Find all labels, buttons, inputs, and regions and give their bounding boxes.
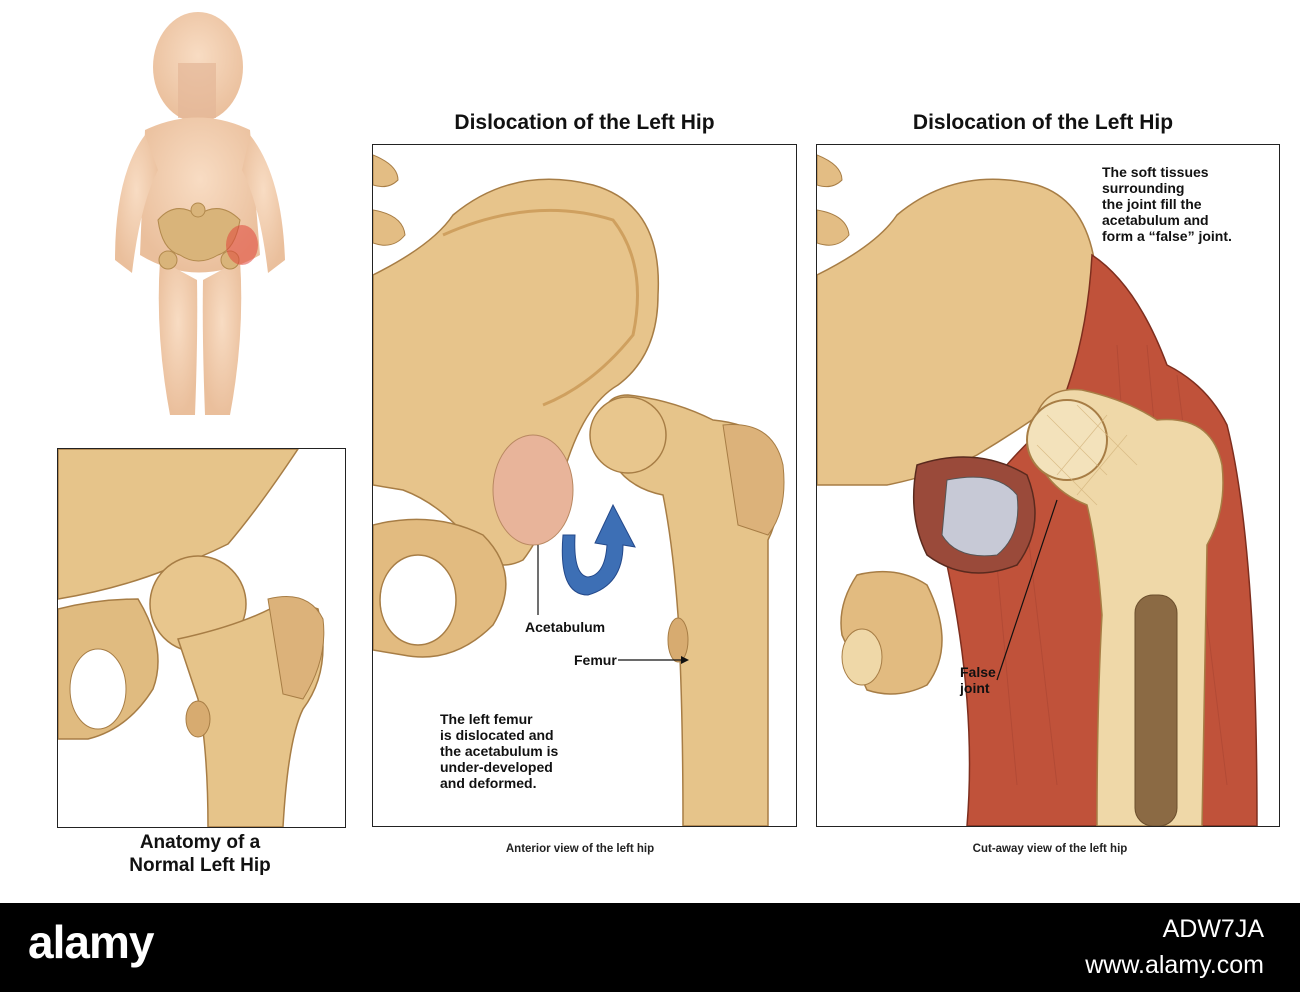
cutaway-view-panel <box>816 144 1280 827</box>
false-joint-label: False joint <box>960 664 996 696</box>
cutaway-view-caption: Cut-away view of the left hip <box>972 843 1128 855</box>
anterior-hip-illustration <box>373 145 796 826</box>
anterior-view-caption: Anterior view of the left hip <box>505 843 655 855</box>
normal-hip-panel <box>57 448 346 828</box>
normal-hip-caption: Anatomy of a Normal Left Hip <box>129 832 271 876</box>
site-url: www.alamy.com <box>1085 951 1264 979</box>
image-id: ADW7JA <box>1162 915 1264 943</box>
right-panel-title: Dislocation of the Left Hip <box>912 111 1174 134</box>
middle-panel-note: The left femur is dislocated and the ace… <box>440 711 559 791</box>
anterior-view-panel <box>372 144 797 827</box>
acetabulum-label: Acetabulum <box>525 619 606 635</box>
baby-illustration <box>100 5 300 430</box>
normal-hip-illustration <box>58 449 345 827</box>
femur-label: Femur <box>574 652 617 668</box>
cutaway-hip-illustration <box>817 145 1279 826</box>
right-panel-note: The soft tissues surrounding the joint f… <box>1102 164 1232 244</box>
middle-panel-title: Dislocation of the Left Hip <box>454 111 715 134</box>
alamy-logo: alamy <box>28 916 154 968</box>
footer-bar <box>0 903 1300 992</box>
